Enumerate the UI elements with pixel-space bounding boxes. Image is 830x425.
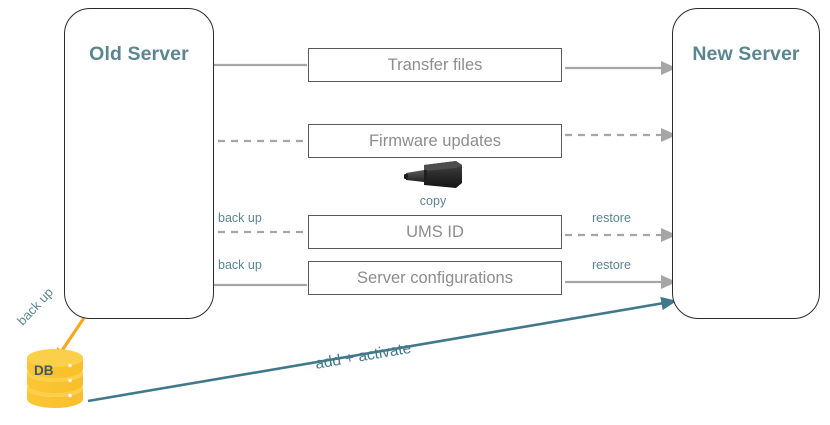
database-label: DB [34,363,54,378]
caption-restore-ums-id: restore [592,211,631,225]
caption-copy: copy [419,194,447,208]
caption-backup-ums-id: back up [218,211,262,225]
caption-restore-server-configurations: restore [592,258,631,272]
migration-arrow-line [87,296,677,403]
flow-box-ums-id[interactable]: UMS ID [308,215,562,249]
flow-box-firmware-updates[interactable]: Firmware updates [308,124,562,158]
usb-drive-icon [404,161,462,188]
caption-backup-server-configurations: back up [218,258,262,272]
new-server-container[interactable]: New Server [672,8,820,319]
flow-box-transfer-files[interactable]: Transfer files [308,48,562,82]
flow-box-server-configurations[interactable]: Server configurations [308,261,562,295]
old-server-container[interactable]: Old Server [64,8,214,319]
old-server-title: Old Server [89,43,189,65]
database-cylinder-icon [27,349,83,408]
new-server-title: New Server [692,43,800,65]
